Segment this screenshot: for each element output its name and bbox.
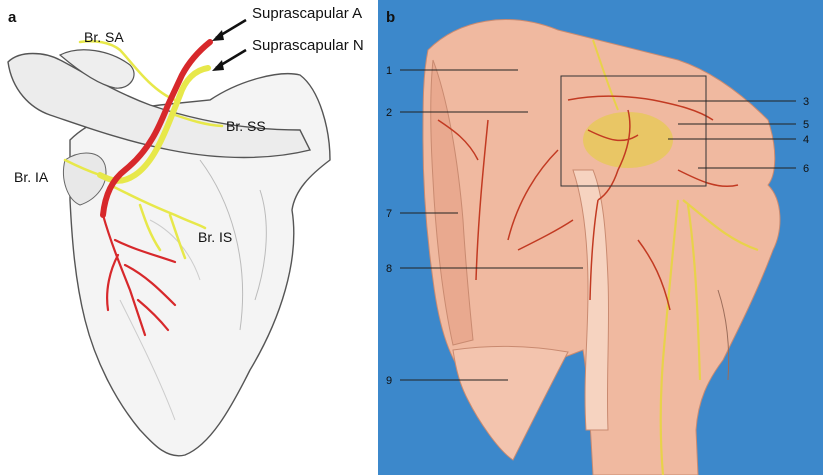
callout-9: 9	[386, 375, 392, 387]
label-br-sa: Br. SA	[84, 29, 124, 45]
vessel-network	[437, 95, 739, 311]
label-suprascapular-a: Suprascapular A	[252, 5, 362, 22]
callout-3: 3	[803, 96, 809, 108]
panel-a-label: a	[8, 9, 17, 26]
nerve-bundle	[659, 199, 759, 475]
panel-a: a Suprascapular A Suprascapular N Br. SA…	[0, 0, 378, 475]
scapula-body	[69, 73, 331, 457]
callout-5: 5	[803, 119, 809, 131]
panel-b-label: b	[386, 9, 395, 26]
label-br-ia: Br. IA	[14, 169, 49, 185]
callout-2: 2	[386, 107, 392, 119]
label-br-ss: Br. SS	[226, 118, 266, 134]
scapular-spine	[7, 52, 312, 159]
callout-1: 1	[386, 65, 392, 77]
nerve-branch-is	[108, 183, 207, 260]
nerve-branch-ia	[63, 158, 102, 177]
callout-6: 6	[803, 163, 809, 175]
nerve-branch-sa	[78, 40, 177, 102]
latissimus-wedge	[452, 345, 569, 461]
scapula-illustration: a Suprascapular A Suprascapular N Br. SA…	[7, 5, 364, 457]
callout-4: 4	[803, 134, 809, 146]
coracoid-process	[58, 49, 135, 89]
callout-8: 8	[386, 263, 392, 275]
callout-7: 7	[386, 208, 392, 220]
glenoid-region	[63, 152, 107, 206]
artery-branches-infraspinous	[101, 213, 177, 337]
nerve-branch-ss	[173, 113, 224, 128]
label-br-is: Br. IS	[198, 229, 232, 245]
panel-b: 1 2 3 4 5 6 7 8 9 b	[378, 0, 823, 475]
humerus-column	[572, 169, 610, 431]
label-suprascapular-n: Suprascapular N	[252, 37, 364, 54]
inset-box	[560, 75, 707, 187]
suprascapular-artery	[100, 39, 213, 218]
deltoid-strip	[430, 59, 474, 346]
dissection-illustration: 1 2 3 4 5 6 7 8 9 b	[386, 9, 809, 475]
